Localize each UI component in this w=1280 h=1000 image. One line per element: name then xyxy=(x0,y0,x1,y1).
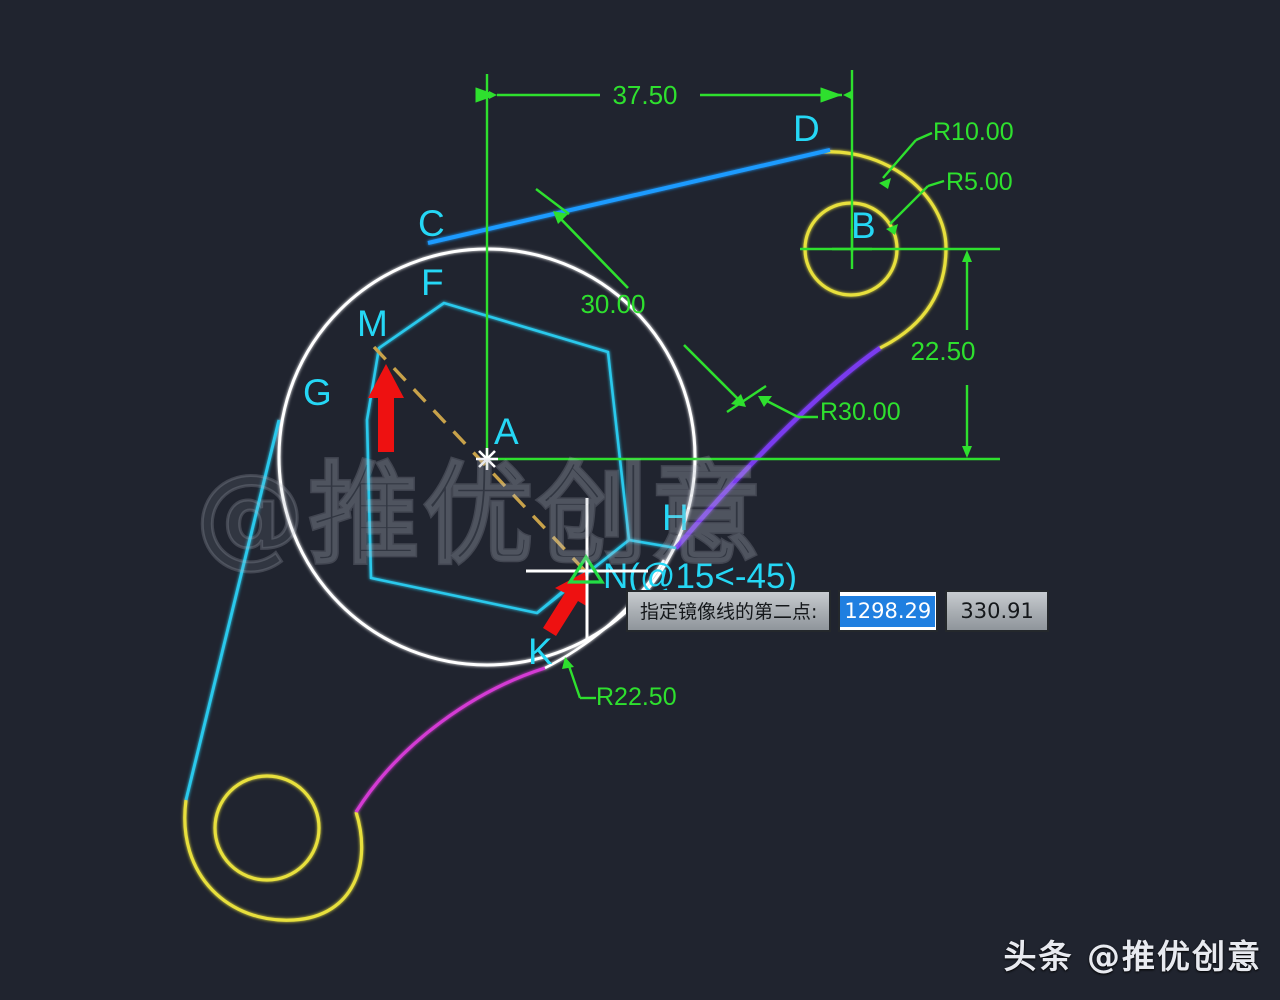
red-arrow-lower xyxy=(543,572,588,636)
dim-line-30-00-lower xyxy=(683,344,743,404)
point-label-c: C xyxy=(418,203,445,244)
arrowhead-37-50-left xyxy=(489,91,497,99)
dim-text-r5-00: R5.00 xyxy=(946,168,1013,196)
ext-tick-30-00-lower xyxy=(726,385,767,413)
dimension-text-layer: 37.50 22.50 30.00 R10.00 R5.00 R30.00 R2… xyxy=(580,80,1013,711)
point-label-n: N(@15<-45) xyxy=(603,557,797,596)
dim-text-22-50: 22.50 xyxy=(910,336,975,366)
red-annotation-arrows xyxy=(368,364,588,636)
basepoint-marker-a xyxy=(476,448,498,470)
arrowhead-22-50-bottom xyxy=(962,446,972,458)
cyan-left-tangent-edge xyxy=(184,419,281,801)
cursor-crosshair xyxy=(526,498,648,640)
point-label-m: M xyxy=(357,303,388,344)
dim-text-30-00: 30.00 xyxy=(580,289,645,319)
point-label-h: H xyxy=(662,497,689,538)
arrowhead-37-50-right xyxy=(843,91,851,99)
ext-tick-30-00-upper xyxy=(535,188,570,215)
watermark-corner: 头条 @推优创意 xyxy=(1003,937,1262,976)
blue-top-tangent-line-cd xyxy=(427,148,831,245)
arrowhead-22-50-top xyxy=(962,250,972,262)
arrowhead-30-00-upper xyxy=(553,211,568,224)
yellow-lower-outer-arc xyxy=(183,799,364,922)
red-arrow-upper xyxy=(368,364,404,452)
dim-line-30-00-upper xyxy=(556,214,629,289)
leader-r30-00 xyxy=(764,398,799,419)
point-label-d: D xyxy=(793,108,820,149)
point-label-a: A xyxy=(494,411,519,452)
leader-r5-00 xyxy=(889,185,929,225)
leader-r22-50 xyxy=(566,662,582,699)
magenta-lower-arc xyxy=(354,666,546,813)
arrowhead-r30-00 xyxy=(758,396,772,407)
leader-r10-00 xyxy=(882,139,917,179)
yellow-lower-bore-circle xyxy=(213,774,321,882)
point-label-b: B xyxy=(851,205,876,246)
dim-text-r30-00: R30.00 xyxy=(820,398,901,426)
coordinate-x-value[interactable]: 1298.29 xyxy=(840,595,936,627)
arrowhead-30-00-lower xyxy=(731,394,746,407)
coordinate-y-value[interactable]: 330.91 xyxy=(960,598,1034,623)
point-label-g: G xyxy=(303,372,332,413)
command-prompt-label: 指定镜像线的第二点: xyxy=(626,590,832,632)
dimension-layer xyxy=(475,70,1000,700)
osnap-triangle-marker xyxy=(567,554,605,584)
leader-r5-00-shoulder xyxy=(927,179,945,188)
arrowhead-r10-00 xyxy=(879,178,891,189)
white-small-arc-kn xyxy=(544,559,666,670)
cyan-segment-h xyxy=(628,538,677,550)
arrowhead-r5-00 xyxy=(886,224,898,235)
cyan-hexagon-polygon xyxy=(365,301,631,615)
dim-text-r10-00: R10.00 xyxy=(933,118,1014,146)
point-label-k: K xyxy=(528,631,553,672)
dynamic-input-bar[interactable]: 指定镜像线的第二点: 1298.29 330.91 xyxy=(626,590,1049,632)
dim-text-37-50: 37.50 xyxy=(612,80,677,110)
dim-text-r22-50: R22.50 xyxy=(596,683,677,711)
coordinate-y-input[interactable]: 330.91 xyxy=(945,590,1049,632)
point-label-layer: A B C D F G H K M N(@15<-45) xyxy=(303,108,876,672)
arrowhead-r22-50 xyxy=(562,657,574,669)
point-label-f: F xyxy=(421,262,444,303)
leader-r10-00-shoulder xyxy=(915,131,933,142)
coordinate-x-input[interactable]: 1298.29 xyxy=(838,590,939,632)
purple-r30-concave-arc xyxy=(674,346,882,550)
